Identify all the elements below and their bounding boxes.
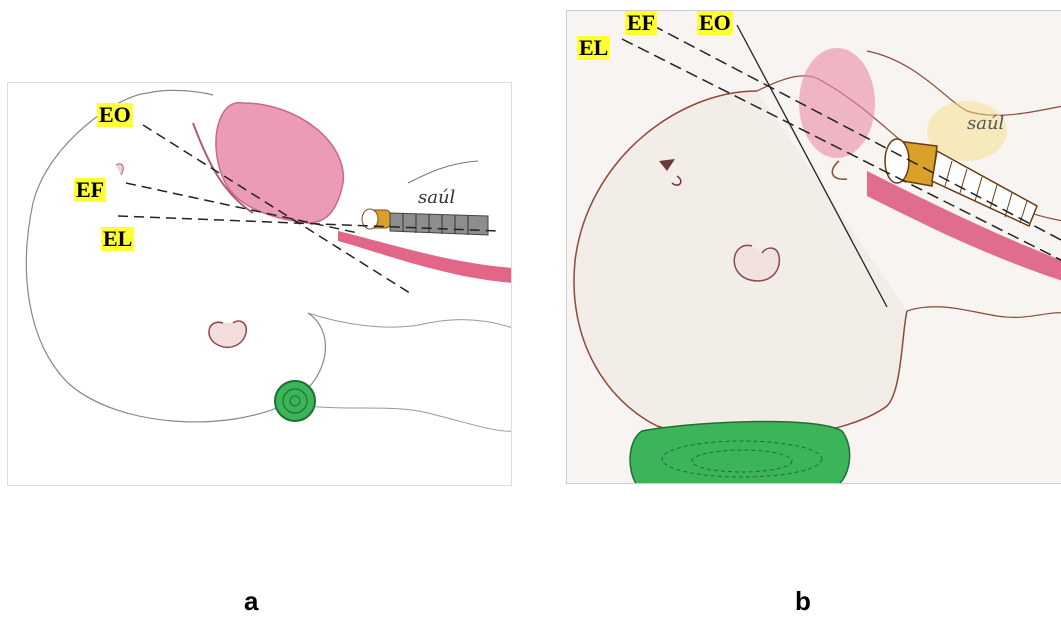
tube-coil: [390, 213, 488, 235]
tube-label-a: saúl: [418, 187, 456, 208]
label-ef-b: EF: [625, 11, 657, 35]
label-ef-a: EF: [74, 178, 106, 202]
figure-panel-a: saúl EO EF EL: [7, 82, 512, 486]
label-el-b: EL: [577, 36, 610, 60]
tube-opening: [885, 139, 909, 183]
pharynx-shape: [799, 48, 875, 158]
tube-label-b: saúl: [967, 113, 1005, 134]
head-cushion: [275, 381, 315, 421]
tube-wire: [408, 161, 478, 183]
panel-b-illustration: saúl: [567, 11, 1061, 484]
ear-mark: [209, 321, 246, 347]
label-eo-b: EO: [697, 11, 733, 35]
label-eo-a: EO: [97, 103, 133, 127]
back-outline: [907, 307, 1061, 318]
panel-a-illustration: saúl: [8, 83, 512, 486]
muscle-band: [338, 231, 512, 283]
caption-a: a: [244, 586, 258, 617]
shoulder-outline: [308, 313, 512, 328]
label-el-a: EL: [101, 227, 134, 251]
eye-mark: [116, 164, 123, 175]
pharynx-shape: [216, 103, 343, 223]
body-outline: [288, 403, 512, 431]
caption-b: b: [795, 586, 811, 617]
figure-panel-b: saúl EF EO EL: [566, 10, 1061, 484]
face-profile: [148, 90, 213, 95]
ear-mark: [734, 245, 779, 280]
